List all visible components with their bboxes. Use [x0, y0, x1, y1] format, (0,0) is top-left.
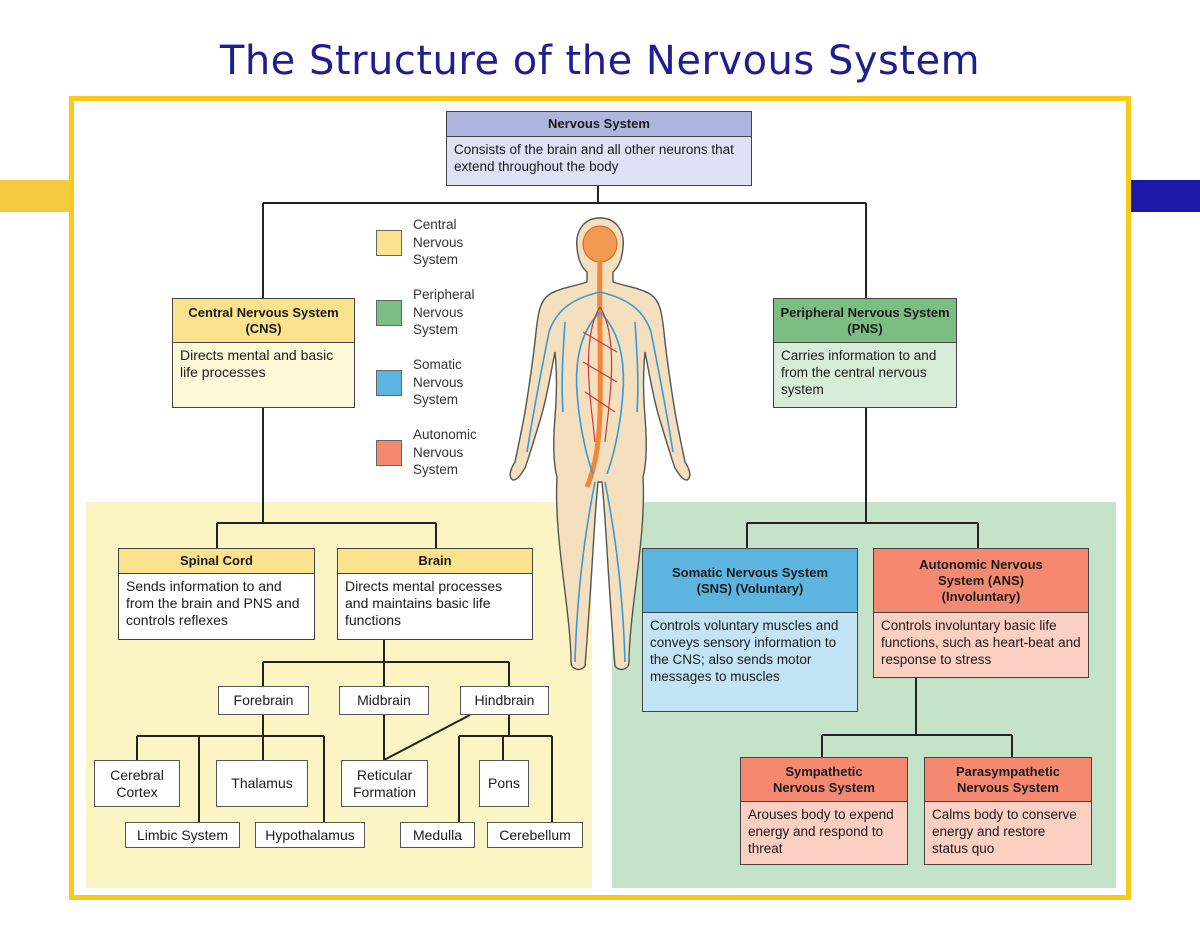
thalamus-box: Thalamus	[216, 760, 308, 807]
spinal-cord-title: Spinal Cord	[119, 549, 314, 574]
legend-label-autonomic: Autonomic Nervous System	[413, 427, 477, 477]
brain-box: Brain Directs mental processes and maint…	[337, 548, 533, 640]
cns-box: Central Nervous System (CNS) Directs men…	[172, 298, 355, 408]
legend-swatch-cns	[376, 230, 402, 256]
midbrain-box: Midbrain	[339, 686, 429, 715]
autonomic-box: Autonomic Nervous System (ANS) (Involunt…	[873, 548, 1089, 678]
legend-swatch-pns	[376, 300, 402, 326]
sympathetic-box: Sympathetic Nervous System Arouses body …	[740, 757, 908, 865]
sympathetic-title: Sympathetic Nervous System	[741, 758, 907, 802]
nervous-system-box: Nervous System Consists of the brain and…	[446, 111, 752, 186]
sympathetic-description: Arouses body to expend energy and respon…	[748, 807, 894, 856]
cerebral-cortex-box: Cerebral Cortex	[94, 760, 180, 807]
autonomic-title: Autonomic Nervous System (ANS) (Involunt…	[874, 549, 1088, 613]
autonomic-description: Controls involuntary basic life function…	[881, 618, 1081, 667]
nervous-system-description: Consists of the brain and all other neur…	[454, 142, 734, 174]
cns-description: Directs mental and basic life processes	[180, 347, 334, 380]
brain-title: Brain	[338, 549, 532, 574]
somatic-title: Somatic Nervous System (SNS) (Voluntary)	[643, 549, 857, 613]
pns-box: Peripheral Nervous System (PNS) Carries …	[773, 298, 957, 408]
page-title: The Structure of the Nervous System	[219, 38, 981, 84]
reticular-formation-box: Reticular Formation	[341, 760, 428, 807]
forebrain-box: Forebrain	[218, 686, 309, 715]
left-accent-bar	[0, 180, 72, 212]
pons-box: Pons	[479, 760, 529, 807]
spinal-cord-box: Spinal Cord Sends information to and fro…	[118, 548, 315, 640]
somatic-box: Somatic Nervous System (SNS) (Voluntary)…	[642, 548, 858, 712]
parasympathetic-box: Parasympathetic Nervous System Calms bod…	[924, 757, 1092, 865]
legend-swatch-autonomic	[376, 440, 402, 466]
right-accent-bar	[1130, 180, 1200, 212]
pns-description: Carries information to and from the cent…	[781, 348, 937, 397]
parasympathetic-title: Parasympathetic Nervous System	[925, 758, 1091, 802]
cerebellum-box: Cerebellum	[487, 822, 583, 848]
legend-swatch-somatic	[376, 370, 402, 396]
medulla-box: Medulla	[400, 822, 475, 848]
spinal-cord-description: Sends information to and from the brain …	[126, 578, 300, 628]
hypothalamus-box: Hypothalamus	[255, 822, 365, 848]
cns-title: Central Nervous System (CNS)	[173, 299, 354, 343]
brain-description: Directs mental processes and maintains b…	[345, 578, 503, 628]
parasympathetic-description: Calms body to conserve energy and restor…	[932, 807, 1077, 856]
somatic-description: Controls voluntary muscles and conveys s…	[650, 618, 839, 684]
hindbrain-box: Hindbrain	[460, 686, 549, 715]
nervous-system-title: Nervous System	[447, 112, 751, 137]
legend-label-cns: Central Nervous System	[413, 217, 464, 267]
legend-label-somatic: Somatic Nervous System	[413, 357, 464, 407]
limbic-system-box: Limbic System	[125, 822, 240, 848]
pns-title: Peripheral Nervous System (PNS)	[774, 299, 956, 343]
human-nervous-system-illustration	[509, 217, 691, 671]
legend-label-pns: Peripheral Nervous System	[413, 287, 475, 337]
